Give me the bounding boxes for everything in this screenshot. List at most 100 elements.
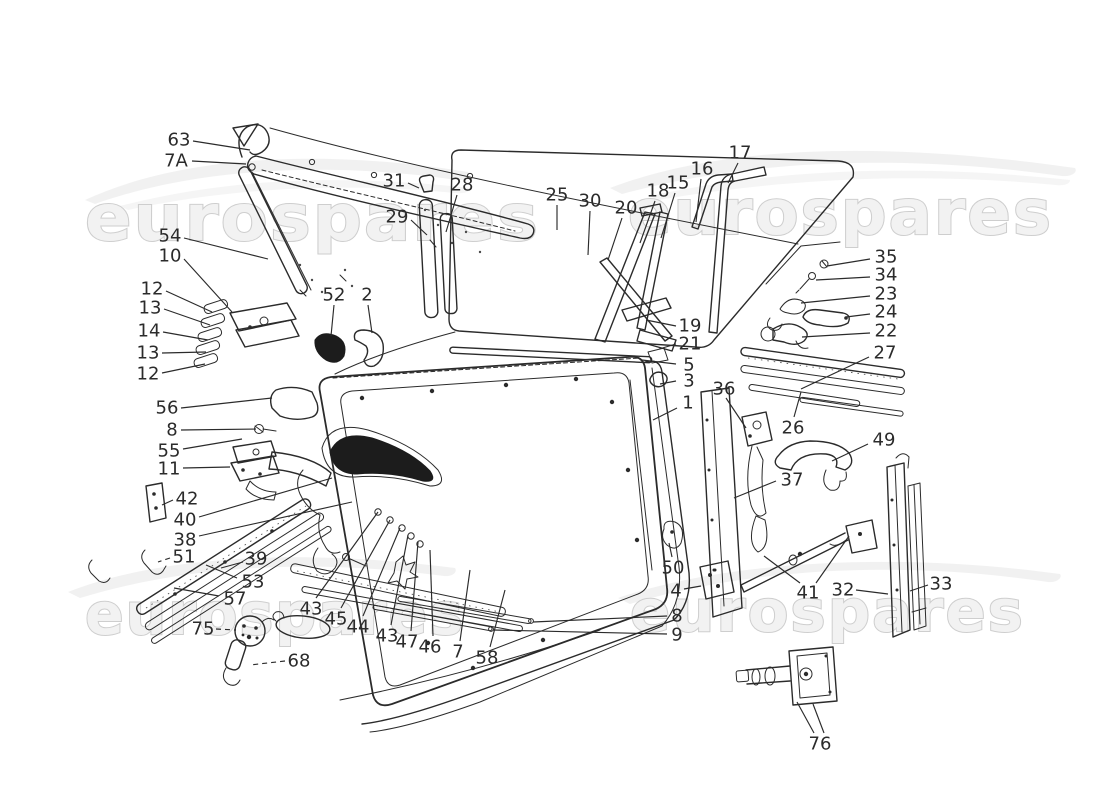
- guide-channel-37: [700, 387, 743, 618]
- part-number-text: 39: [245, 549, 268, 570]
- part-label-57[interactable]: 57: [173, 587, 246, 610]
- part-label-3[interactable]: 3: [659, 371, 695, 392]
- part-label-56[interactable]: 56: [156, 397, 273, 419]
- part-number-text: 52: [323, 285, 346, 306]
- part-number-text: 7: [452, 642, 463, 663]
- part-label-31[interactable]: 31: [383, 171, 420, 192]
- part-label-8[interactable]: 8: [532, 606, 683, 627]
- part-label-40[interactable]: 40: [174, 477, 333, 531]
- part-label-63[interactable]: 63: [168, 130, 251, 151]
- part-number-text: 27: [874, 343, 897, 364]
- leader-line: [192, 140, 251, 151]
- part-number-text: 63: [168, 130, 191, 151]
- part-label-10[interactable]: 10: [159, 246, 233, 313]
- part-label-29[interactable]: 29: [386, 207, 428, 236]
- part-label-22[interactable]: 22: [801, 321, 897, 342]
- wedge-21: [636, 329, 677, 352]
- part-number-text: 43: [376, 626, 399, 647]
- part-label-17[interactable]: 17: [727, 143, 751, 184]
- part-label-20[interactable]: 20: [607, 198, 637, 261]
- part-label-15[interactable]: 15: [660, 173, 689, 239]
- part-label-44[interactable]: 44: [347, 527, 401, 638]
- part-label-8[interactable]: 8: [166, 420, 257, 441]
- part-label-38[interactable]: 38: [174, 501, 353, 551]
- part-label-16[interactable]: 16: [691, 159, 714, 223]
- part-label-39[interactable]: 39: [220, 549, 268, 570]
- part-label-2[interactable]: 2: [361, 285, 373, 334]
- part-label-18[interactable]: 18: [639, 181, 669, 244]
- part-label-24[interactable]: 24: [845, 302, 897, 323]
- part-label-4[interactable]: 4: [670, 581, 702, 602]
- part-label-50[interactable]: 50: [662, 542, 685, 579]
- part-label-36[interactable]: 36: [713, 379, 747, 429]
- cylinder-68: [224, 639, 247, 671]
- part-label-52[interactable]: 52: [323, 285, 346, 337]
- part-label-51[interactable]: 51: [157, 547, 196, 568]
- leader-line: [660, 192, 676, 239]
- part-label-34[interactable]: 34: [815, 265, 897, 286]
- part-label-12[interactable]: 12: [141, 279, 213, 313]
- leader-line: [695, 178, 702, 223]
- part-number-text: 9: [671, 625, 682, 646]
- part-label-9[interactable]: 9: [492, 625, 683, 646]
- leader-line: [362, 527, 401, 617]
- leader-line: [161, 499, 174, 506]
- leader-line: [162, 331, 209, 341]
- part-label-33[interactable]: 33: [909, 574, 953, 595]
- part-label-53[interactable]: 53: [205, 564, 264, 593]
- leader-line: [390, 534, 409, 626]
- part-label-45[interactable]: 45: [325, 519, 391, 630]
- watermark-swoosh-bottom-right: [618, 561, 1061, 604]
- part-label-55[interactable]: 55: [158, 438, 243, 462]
- part-label-42[interactable]: 42: [161, 489, 198, 510]
- part-label-47[interactable]: 47: [396, 541, 419, 653]
- part-label-28[interactable]: 28: [445, 175, 473, 233]
- part-label-12[interactable]: 12: [137, 363, 206, 385]
- part-label-43[interactable]: 43: [376, 534, 409, 647]
- part-label-13[interactable]: 13: [137, 343, 207, 364]
- part-label-35[interactable]: 35: [826, 247, 897, 268]
- part-label-26[interactable]: 26: [782, 391, 805, 439]
- escutcheon-24: [802, 308, 850, 328]
- part-label-21[interactable]: 21: [658, 334, 701, 355]
- part-label-25[interactable]: 25: [546, 185, 569, 231]
- leader-line: [182, 466, 231, 469]
- part-label-5[interactable]: 5: [641, 355, 695, 376]
- part-label-76[interactable]: 76: [796, 701, 831, 755]
- part-label-37[interactable]: 37: [733, 470, 803, 499]
- part-number-text: 50: [662, 558, 685, 579]
- part-number-text: 12: [137, 364, 160, 385]
- inner-handle-22: [772, 323, 808, 345]
- part-label-49[interactable]: 49: [831, 430, 895, 462]
- part-label-58[interactable]: 58: [476, 589, 506, 669]
- part-number-text: 8: [166, 420, 177, 441]
- part-label-14[interactable]: 14: [138, 321, 209, 342]
- part-label-32[interactable]: 32: [832, 580, 889, 601]
- part-label-23[interactable]: 23: [800, 284, 897, 305]
- part-number-text: 56: [156, 398, 179, 419]
- part-number-text: 75: [192, 619, 215, 640]
- part-label-43[interactable]: 43: [300, 511, 379, 620]
- part-number-text: 51: [173, 547, 196, 568]
- leader-line: [532, 615, 668, 623]
- part-label-13[interactable]: 13: [139, 298, 211, 326]
- part-label-7[interactable]: 7: [452, 569, 471, 663]
- part-label-1[interactable]: 1: [652, 393, 694, 421]
- leader-line: [641, 359, 677, 365]
- part-label-68[interactable]: 68: [249, 651, 310, 672]
- leader-line: [180, 397, 273, 409]
- part-label-41[interactable]: 41: [763, 535, 850, 604]
- leader-line: [410, 541, 419, 632]
- leader-line: [607, 217, 623, 261]
- part-label-75[interactable]: 75: [192, 619, 237, 640]
- part-label-54[interactable]: 54: [159, 226, 269, 260]
- part-label-11[interactable]: 11: [158, 459, 231, 480]
- part-label-19[interactable]: 19: [645, 316, 701, 337]
- part-number-text: 40: [174, 510, 197, 531]
- part-label-46[interactable]: 46: [419, 549, 442, 658]
- part-label-30[interactable]: 30: [579, 191, 602, 256]
- part-label-27[interactable]: 27: [800, 343, 897, 390]
- part-label-7A[interactable]: 7A: [164, 151, 247, 172]
- part-number-text: 33: [930, 574, 953, 595]
